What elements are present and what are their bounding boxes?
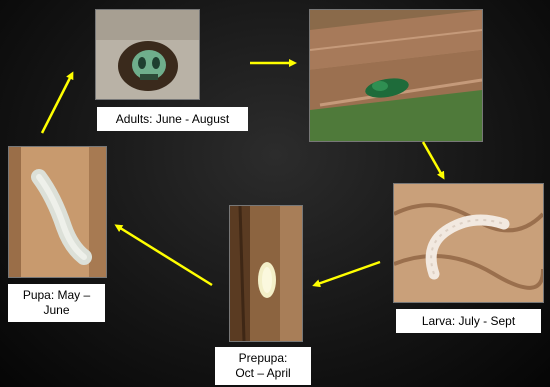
arrow-prepupa-to-pupa bbox=[117, 226, 212, 285]
pupa-label: Pupa: May – June bbox=[8, 284, 105, 322]
adult-emerging-photo bbox=[95, 9, 200, 100]
larva-photo bbox=[393, 183, 544, 303]
larva-label: Larva: July - Sept bbox=[396, 309, 541, 333]
arrow-pupa-to-adults bbox=[42, 74, 72, 133]
prepupa-photo bbox=[229, 205, 303, 342]
arrow-larva-to-prepupa bbox=[315, 262, 380, 285]
adult-on-leaf-photo bbox=[309, 9, 483, 142]
pupa-photo bbox=[8, 146, 107, 278]
adults-label: Adults: June - August bbox=[97, 107, 248, 131]
prepupa-label: Prepupa: Oct – April bbox=[215, 347, 311, 385]
arrow-leaf-to-larva bbox=[423, 142, 443, 177]
